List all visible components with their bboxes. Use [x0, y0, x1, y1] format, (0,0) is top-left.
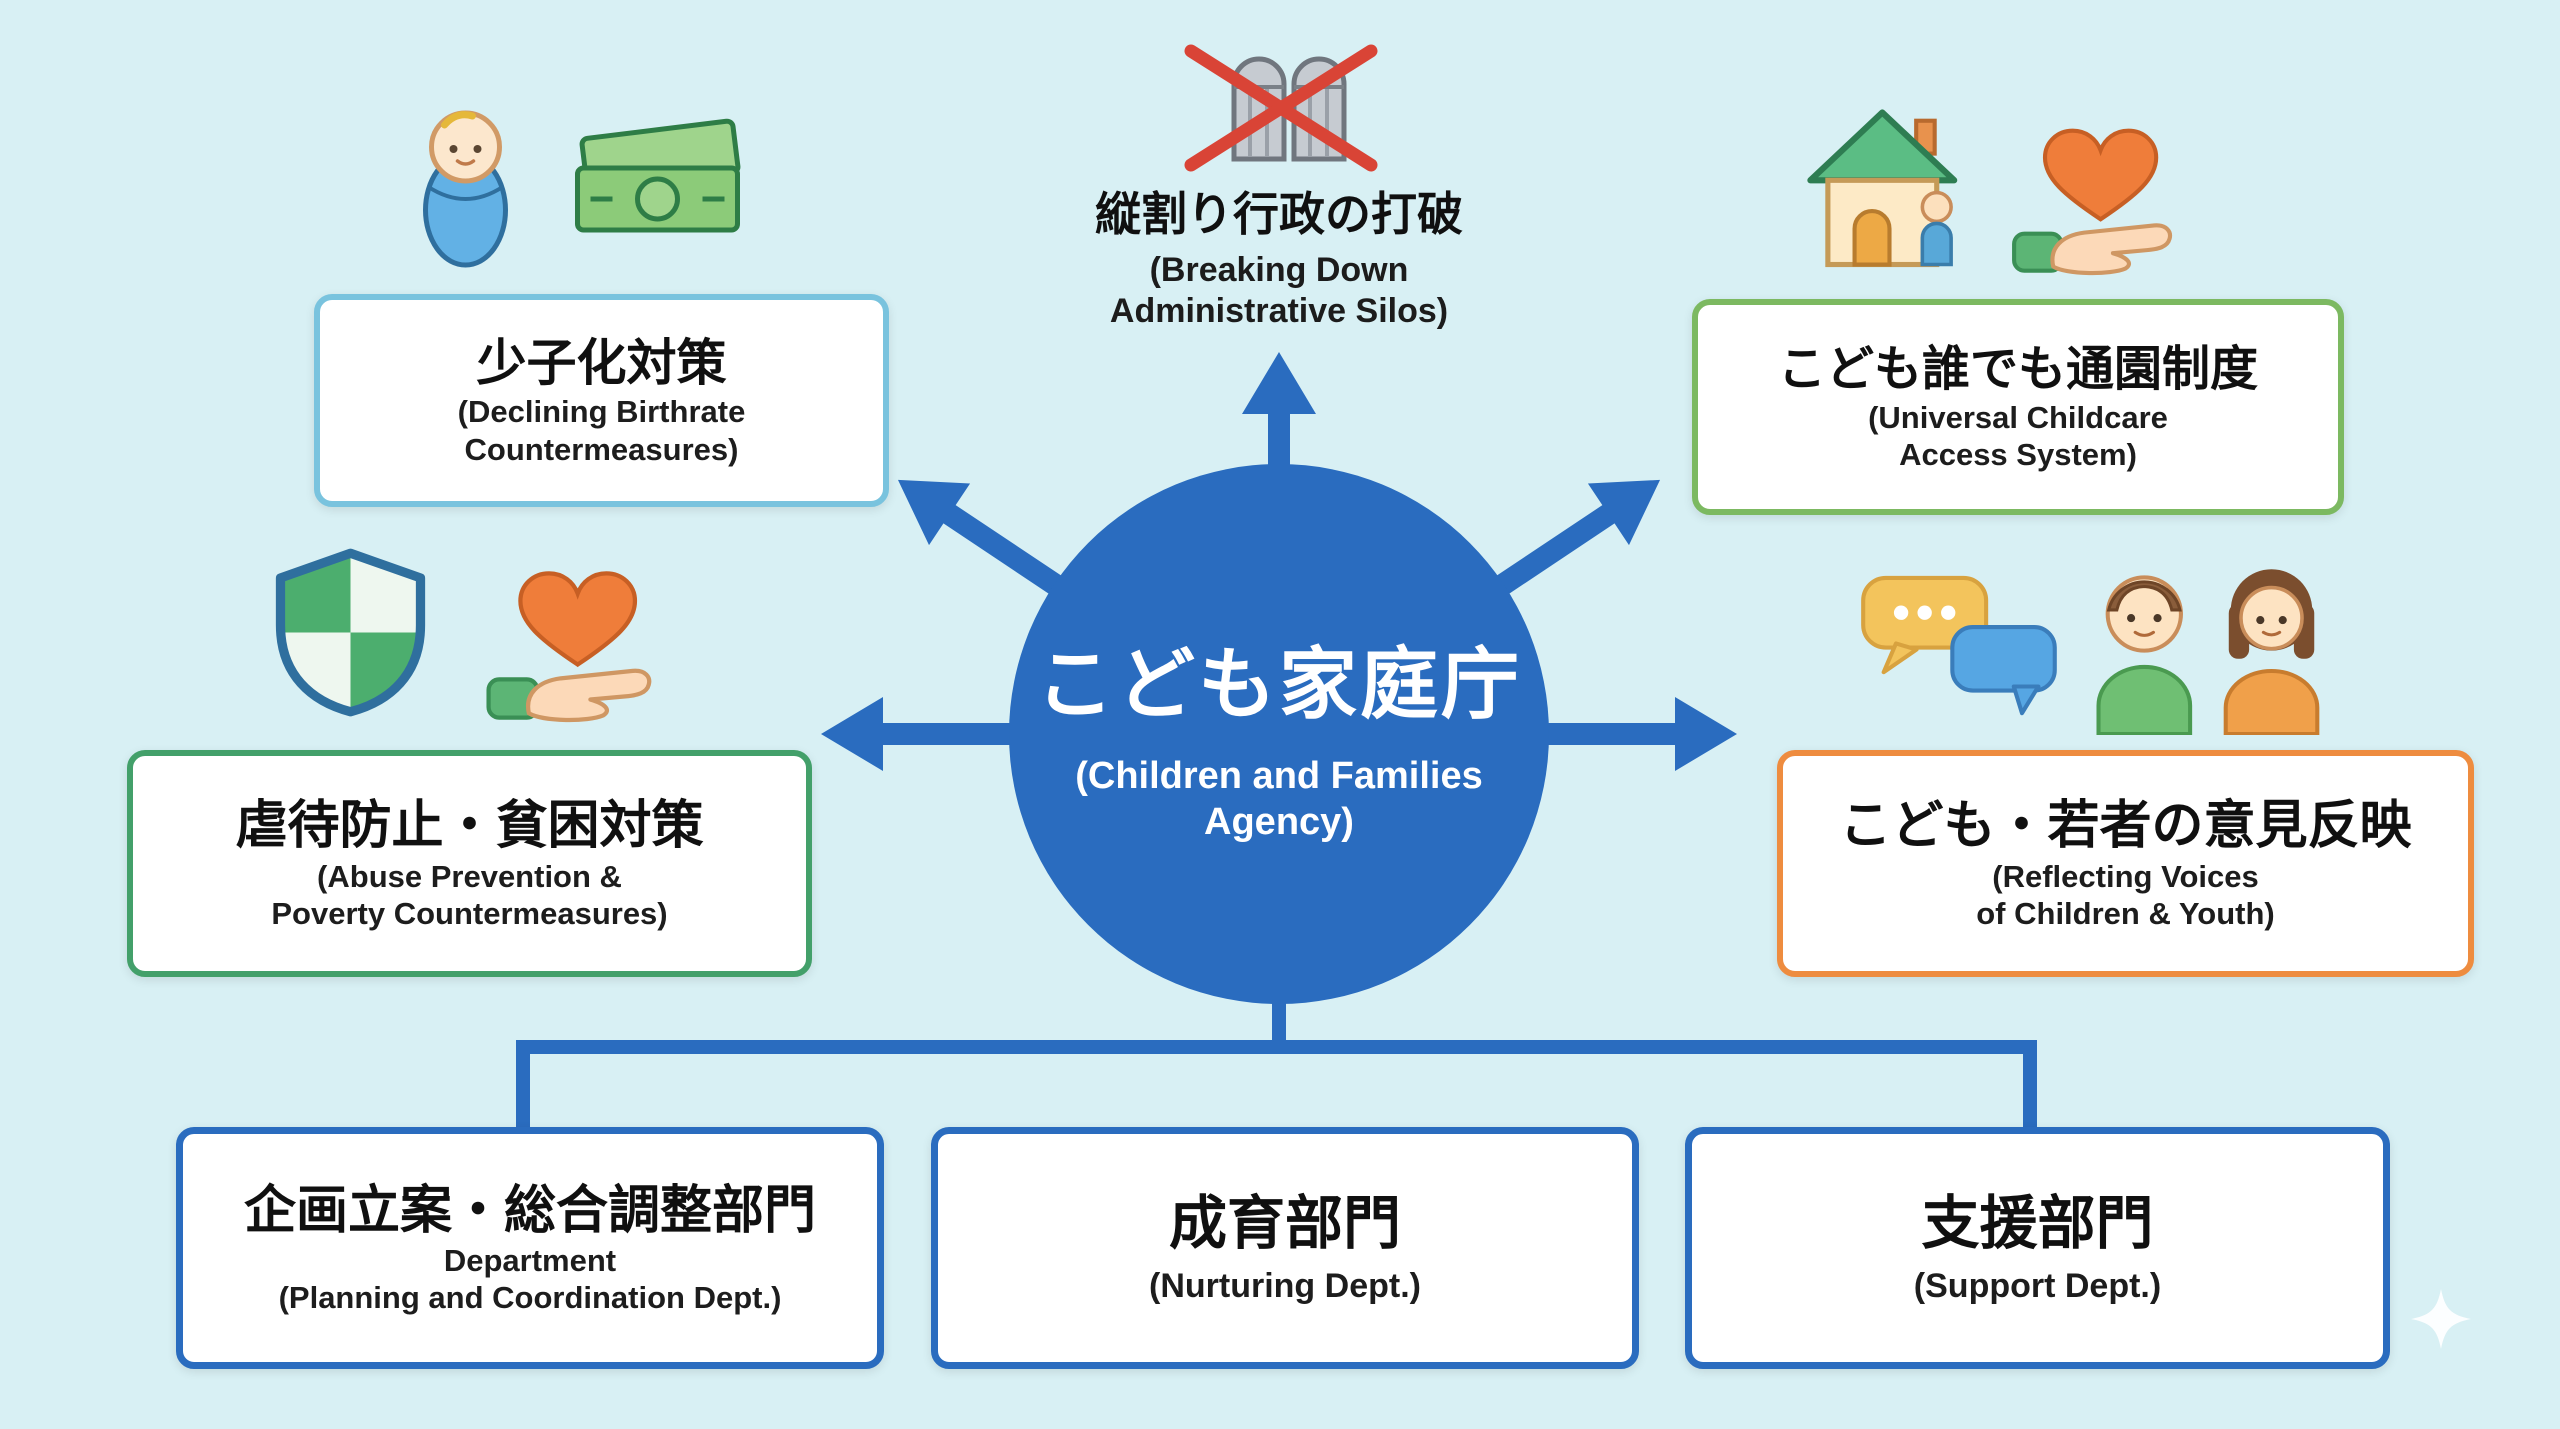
- childcare-box: こども誰でも通園制度 (Universal Childcare Access S…: [1692, 299, 2344, 515]
- dept-planning-subtitle-line2: (Planning and Coordination Dept.): [278, 1280, 782, 1316]
- dept-support-title: 支援部門: [1921, 1190, 2154, 1256]
- grain-silos-crossed-icon: [1159, 38, 1399, 180]
- hand-heart-icon: [472, 550, 677, 725]
- birthrate-box: 少子化対策 (Declining Birthrate Countermeasur…: [314, 294, 889, 507]
- voices-box: こども・若者の意見反映 (Reflecting Voices of Childr…: [1777, 750, 2474, 977]
- dept-planning-subtitle-line1: Department: [443, 1243, 617, 1278]
- agency-subtitle-line1: (Children and Families: [1075, 755, 1483, 798]
- abuse-subtitle-line1: (Abuse Prevention &: [317, 858, 622, 894]
- goal-subtitle-line2: Administrative Silos): [1109, 291, 1449, 330]
- top-goal-label: 縦割り行政の打破 (Breaking Down Administrative S…: [979, 178, 1579, 332]
- dept-planning-box: 企画立案・総合調整部門 Department (Planning and Coo…: [176, 1127, 884, 1369]
- dept-nurturing-title: 成育部門: [1168, 1190, 1401, 1256]
- dept-support-subtitle: (Support Dept.): [1913, 1267, 2162, 1306]
- dept-planning-title: 企画立案・総合調整部門: [243, 1181, 816, 1240]
- goal-title: 縦割り行政の打破: [1095, 188, 1463, 240]
- birthrate-subtitle-line1: (Declining Birthrate: [457, 394, 746, 430]
- voices-title: こども・若者の意見反映: [1839, 797, 2412, 856]
- dept-support-box: 支援部門 (Support Dept.): [1685, 1127, 2390, 1369]
- money-icon: [555, 108, 760, 258]
- agency-title: こども家庭庁: [1035, 640, 1522, 729]
- birthrate-subtitle-line2: Countermeasures): [464, 431, 739, 467]
- sparkle-icon: [2409, 1287, 2473, 1351]
- shield-icon: [268, 545, 433, 720]
- abuse-prevention-box: 虐待防止・貧困対策 (Abuse Prevention & Poverty Co…: [127, 750, 812, 977]
- agency-subtitle-line2: Agency): [1204, 801, 1354, 843]
- center-agency-circle: こども家庭庁 (Children and Families Agency): [1009, 464, 1549, 1004]
- birthrate-title: 少子化対策: [476, 335, 727, 392]
- childcare-subtitle-line1: (Universal Childcare: [1868, 399, 2168, 435]
- house-child-icon: [1795, 98, 1985, 278]
- goal-subtitle-line1: (Breaking Down: [1149, 251, 1409, 289]
- baby-icon: [408, 95, 523, 270]
- voices-subtitle-line2: of Children & Youth): [1976, 895, 2275, 931]
- dept-nurturing-box: 成育部門 (Nurturing Dept.): [931, 1127, 1639, 1369]
- childcare-title: こども誰でも通園制度: [1777, 343, 2258, 397]
- dept-nurturing-subtitle: (Nurturing Dept.): [1149, 1267, 1421, 1306]
- hand-heart-icon: [2010, 108, 2185, 278]
- childcare-subtitle-line2: Access System): [1899, 436, 2137, 472]
- children-icon: [2068, 550, 2358, 735]
- voices-subtitle-line1: (Reflecting Voices: [1992, 858, 2259, 894]
- abuse-title: 虐待防止・貧困対策: [235, 797, 704, 856]
- speech-bubbles-icon: [1855, 565, 2065, 725]
- abuse-subtitle-line2: Poverty Countermeasures): [271, 895, 668, 931]
